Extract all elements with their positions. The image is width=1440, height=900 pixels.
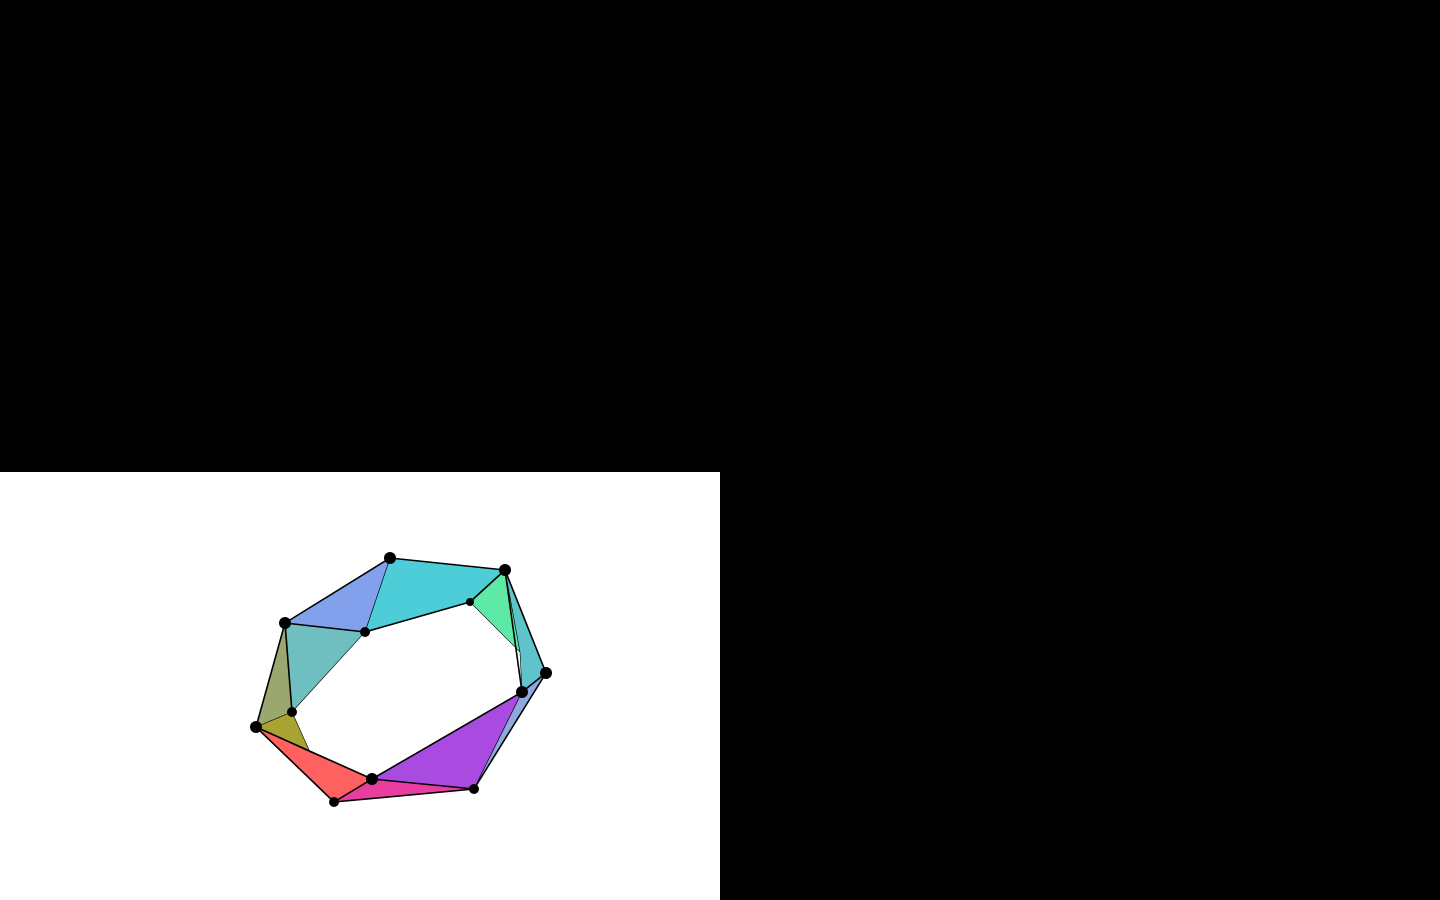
edge <box>284 622 366 633</box>
edge <box>255 726 335 803</box>
edge <box>364 601 471 633</box>
vertex[interactable] <box>540 667 552 679</box>
vertex[interactable] <box>499 564 511 576</box>
edge <box>389 557 506 571</box>
vertex[interactable] <box>360 627 370 637</box>
3d-viewport[interactable] <box>0 472 720 900</box>
toroidal-polyhedron[interactable] <box>0 472 720 900</box>
edge <box>333 778 373 803</box>
vertex[interactable] <box>279 617 291 629</box>
edge <box>371 691 523 780</box>
vertex[interactable] <box>366 773 378 785</box>
edge <box>284 557 391 624</box>
edge <box>255 622 286 728</box>
vertex[interactable] <box>384 552 396 564</box>
edge <box>473 672 547 790</box>
vertex[interactable] <box>469 784 479 794</box>
edge <box>255 726 373 780</box>
vertices[interactable] <box>250 552 552 807</box>
face-left-upper <box>284 622 366 713</box>
vertex[interactable] <box>250 721 262 733</box>
vertex[interactable] <box>329 797 339 807</box>
vertex[interactable] <box>466 598 474 606</box>
edge <box>504 569 523 693</box>
edge <box>504 569 547 674</box>
vertex[interactable] <box>287 707 297 717</box>
edge <box>371 778 475 790</box>
vertex[interactable] <box>516 686 528 698</box>
edge <box>333 788 475 803</box>
edge <box>469 569 506 603</box>
edge <box>284 622 293 713</box>
